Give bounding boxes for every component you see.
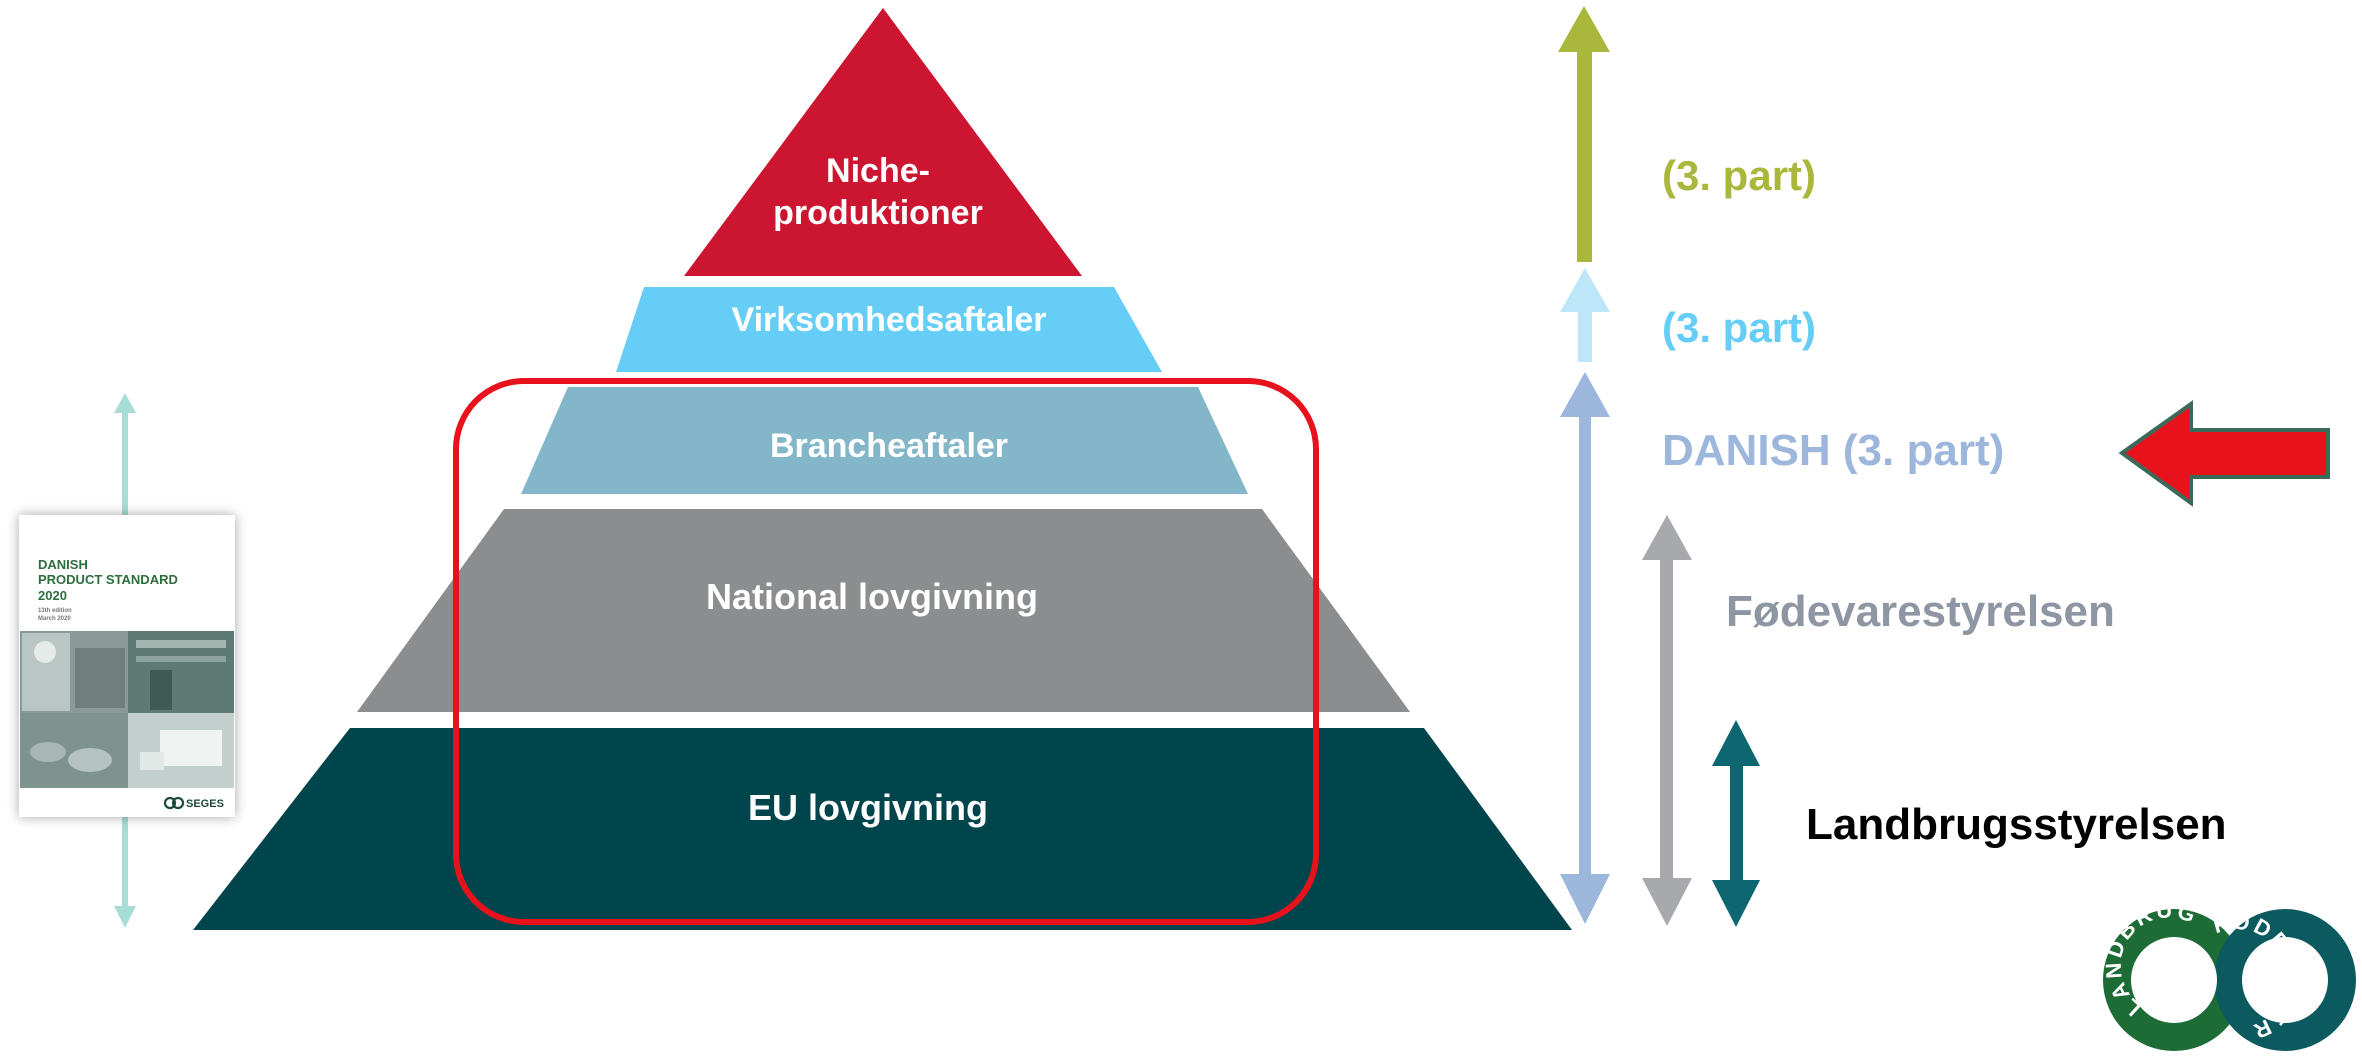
booklet-meta2: March 2020 [38,616,71,622]
pyramid-level-niche [684,8,1082,276]
landbrug-foedevarer-logo: LANDBRUG FØDEVARER [2100,897,2356,1051]
pyramid-level-virksomhed [616,287,1162,372]
double-arrow-danish [1560,372,1610,924]
pyramid-label-eu: EU lovgivning [748,787,988,828]
label-danish-third-party: DANISH (3. part) [1662,426,2004,475]
pyramid-label-virksomhed: Virksomhedsaftaler [732,301,1047,339]
pyramid-level-eu [193,728,1572,930]
pyramid-label-niche-line1: Niche- [826,152,930,190]
pyramid-label-national: National lovgivning [706,576,1038,617]
double-arrow-landbrug [1712,720,1760,927]
booklet-title-line2: PRODUCT STANDARD [38,572,178,587]
label-virksomhed-third-party: (3. part) [1662,304,1816,351]
up-arrow-niche [1558,6,1610,262]
pyramid-label-branche: Brancheaftaler [770,427,1008,465]
seges-logo: SEGES [163,796,224,810]
label-landbrugsstyrelsen: Landbrugsstyrelsen [1806,800,2227,849]
authority-arrows [1558,6,1760,927]
booklet-meta1: 13th edition [38,608,72,614]
booklet-photo-collage [20,631,234,788]
booklet-title-line3: 2020 [38,588,67,603]
booklet-title-line1: DANISH [38,557,88,572]
pyramid: Niche- produktioner Virksomhedsaftaler B… [193,8,1572,930]
highlight-frame [453,378,1319,925]
pyramid-level-national [357,509,1410,712]
pyramid-level-branche [521,387,1248,494]
pointer-arrow [2118,400,2330,507]
product-standard-booklet: DANISH PRODUCT STANDARD 2020 13th editio… [19,515,235,817]
svg-text:SEGES: SEGES [186,798,224,810]
label-niche-third-party: (3. part) [1662,152,1816,199]
pyramid-label-niche-line2: produktioner [773,194,983,232]
double-arrow-foedevare [1642,515,1692,926]
label-foedevarestyrelsen: Fødevarestyrelsen [1726,587,2115,636]
up-arrow-virksomhed [1560,268,1610,362]
